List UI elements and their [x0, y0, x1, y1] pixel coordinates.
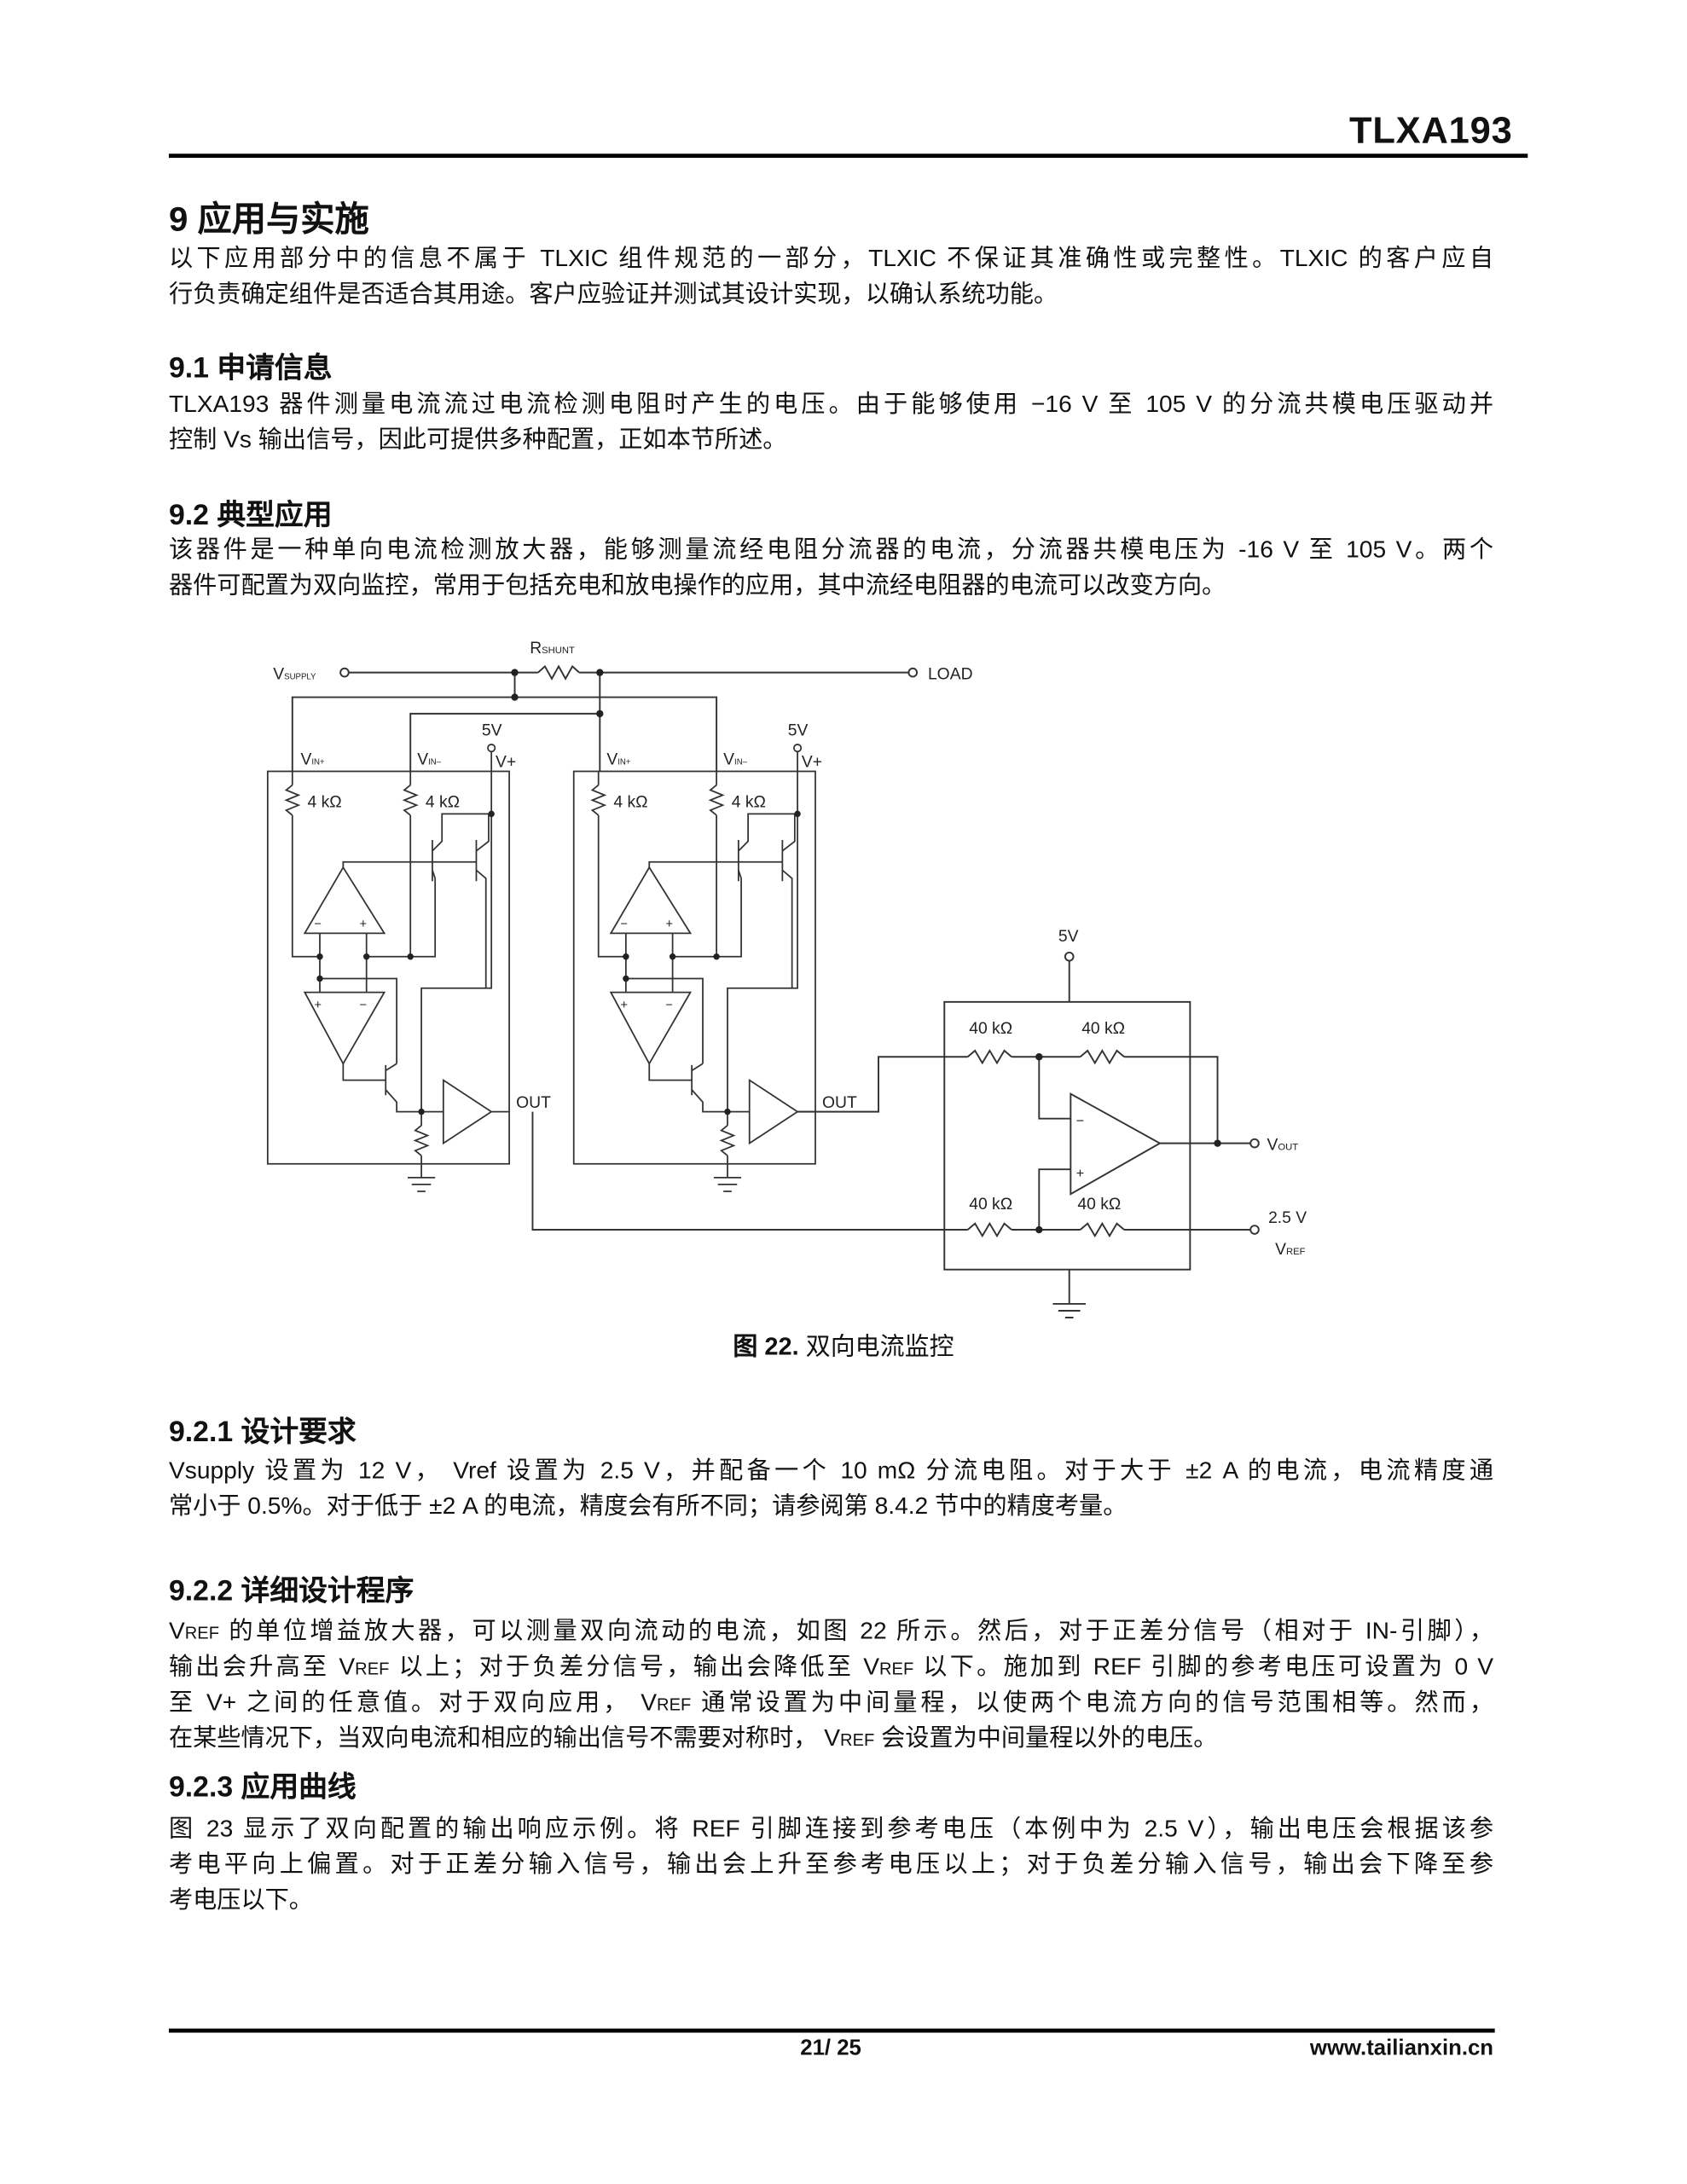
five-volt-label: 5V: [1058, 928, 1079, 946]
diff-opamp: [1070, 1092, 1162, 1196]
resistor-label: 40 kΩ: [969, 1196, 1012, 1214]
section-heading: 9 应用与实施: [168, 200, 369, 240]
section-heading: 9.1 申请信息: [168, 352, 333, 385]
text-line: 考电平向上偏置。对于正差分输入信号，输出会上升至参考电压以上；对于负差分输入信号…: [168, 1850, 1494, 1878]
vsupply-terminal: [339, 667, 350, 678]
five-volt-label: 5V: [482, 722, 502, 740]
resistor-symbol: [967, 1049, 1012, 1065]
vplus-label: V+: [496, 754, 516, 772]
section-paragraph: 以下应用部分中的信息不属于 TLXIC 组件规范的一部分，TLXIC 不保证其准…: [169, 240, 1493, 312]
section-heading: 9.2 典型应用: [168, 499, 333, 531]
resistor-symbol: [284, 784, 301, 816]
section-heading: 9.2.3 应用曲线: [168, 1771, 357, 1804]
resistor-symbol: [402, 784, 419, 816]
figure-caption: 图 22. 双向电流监控: [733, 1332, 954, 1360]
page-number: 21/ 25: [800, 2036, 861, 2060]
vref-label: VREF: [1275, 1241, 1306, 1259]
text-line: TLXA193 器件测量电流流过电流检测电阻时产生的电压。由于能够使用 −16 …: [168, 390, 1494, 418]
text-line: 在某些情况下，当双向电流和相应的输出信号不需要对称时， VREF 会设置为中间量…: [168, 1723, 1218, 1752]
subscript: REF: [879, 1659, 914, 1679]
plus-sign: +: [360, 918, 367, 931]
resistor-symbol: [1079, 1049, 1125, 1065]
text-line: 至 V+ 之间的任意值。对于双向应用， VREF 通常设置为中间量程，以使两个电…: [168, 1688, 1494, 1716]
resistor-label: 40 kΩ: [969, 1020, 1012, 1038]
resistor-symbol: [1079, 1221, 1125, 1238]
document-title: TLXA193: [1348, 109, 1513, 152]
rshunt-label: RSHUNT: [530, 640, 575, 658]
text-line: 以下应用部分中的信息不属于 TLXIC 组件规范的一部分，TLXIC 不保证其准…: [168, 244, 1494, 272]
section-paragraph: Vsupply 设置为 12 V， Vref 设置为 2.5 V，并配备一个 1…: [169, 1452, 1493, 1524]
vin-plus-label: VIN+: [300, 750, 325, 768]
ground-icon: [407, 1176, 436, 1192]
text-line: 控制 Vs 输出信号，因此可提供多种配置，正如本节所述。: [168, 425, 787, 454]
resistor-label: 4 kΩ: [426, 793, 460, 811]
text-line: 图 23 显示了双向配置的输出响应示例。将 REF 引脚连接到参考电压（本例中为…: [168, 1814, 1494, 1842]
ref-voltage-label: 2.5 V: [1268, 1209, 1307, 1227]
section-paragraph: VREF 的单位增益放大器，可以测量双向流动的电流，如图 22 所示。然后，对于…: [169, 1613, 1493, 1755]
plus-sign: +: [315, 999, 322, 1012]
ground-icon: [1052, 1302, 1087, 1318]
subscript: REF: [184, 1623, 220, 1643]
section-heading: 9.2.2 详细设计程序: [168, 1575, 415, 1608]
text-line: 考电压以下。: [168, 1886, 313, 1914]
section-paragraph: TLXA193 器件测量电流流过电流检测电阻时产生的电压。由于能够使用 −16 …: [169, 385, 1493, 457]
load-label: LOAD: [928, 666, 973, 684]
text-line: 该器件是一种单向电流检测放大器，能够测量流经电阻分流器的电流，分流器共模电压为 …: [168, 535, 1494, 563]
current-sense-chip-2: [572, 721, 858, 1192]
resistor-label: 40 kΩ: [1077, 1196, 1121, 1214]
text-line: 器件可配置为双向监控，常用于包括充电和放电操作的应用，其中流经电阻器的电流可以改…: [168, 571, 1226, 599]
resistor-label: 40 kΩ: [1081, 1020, 1125, 1038]
svg-text:+: +: [1076, 1166, 1084, 1181]
out-label: OUT: [516, 1094, 551, 1112]
vsupply-label: VSUPPLY: [273, 666, 316, 684]
svg-text:−: −: [1076, 1114, 1084, 1129]
resistor-symbol: [537, 664, 580, 681]
minus-sign: −: [315, 918, 322, 931]
section-paragraph: 该器件是一种单向电流检测放大器，能够测量流经电阻分流器的电流，分流器共模电压为 …: [169, 531, 1493, 603]
text-line: VREF 的单位增益放大器，可以测量双向流动的电流，如图 22 所示。然后，对于…: [168, 1616, 1494, 1645]
resistor-symbol: [967, 1221, 1012, 1238]
header-rule: [168, 154, 1528, 159]
resistor-label: 4 kΩ: [308, 793, 342, 811]
text-line: 行负责确定组件是否适合其用途。客户应验证并测试其设计实现，以确认系统功能。: [168, 280, 1058, 308]
load-terminal: [907, 667, 919, 678]
website-link[interactable]: www.tailianxin.cn: [1309, 2036, 1494, 2060]
subscript: REF: [657, 1694, 692, 1715]
vout-label: VOUT: [1267, 1137, 1298, 1155]
section-paragraph: 图 23 显示了双向配置的输出响应示例。将 REF 引脚连接到参考电压（本例中为…: [169, 1810, 1493, 1918]
text-line: 输出会升高至 VREF 以上；对于负差分信号，输出会降低至 VREF 以下。施加…: [168, 1652, 1494, 1680]
diff-amp-box: [943, 1000, 1191, 1271]
footer-rule: [168, 2028, 1495, 2033]
text-line: 常小于 0.5%。对于低于 ±2 A 的电流，精度会有所不同；请参阅第 8.4.…: [168, 1492, 1128, 1520]
current-sense-chip: − + + − VIN+ VIN– 5V V+ 4 kΩ 4 kΩ OUT: [266, 722, 551, 1192]
resistor-symbol: [413, 1125, 430, 1156]
circuit-diagram: − + + − VIN+ VIN– 5V V+ 4 kΩ 4 kΩ OUT VSUP…: [266, 640, 1307, 1318]
section-heading: 9.2.1 设计要求: [168, 1416, 357, 1448]
subscript: REF: [840, 1730, 875, 1750]
subscript: REF: [355, 1659, 390, 1679]
text-line: Vsupply 设置为 12 V， Vref 设置为 2.5 V，并配备一个 1…: [168, 1456, 1494, 1484]
vin-minus-label: VIN–: [417, 750, 442, 768]
minus-sign: −: [360, 999, 367, 1012]
